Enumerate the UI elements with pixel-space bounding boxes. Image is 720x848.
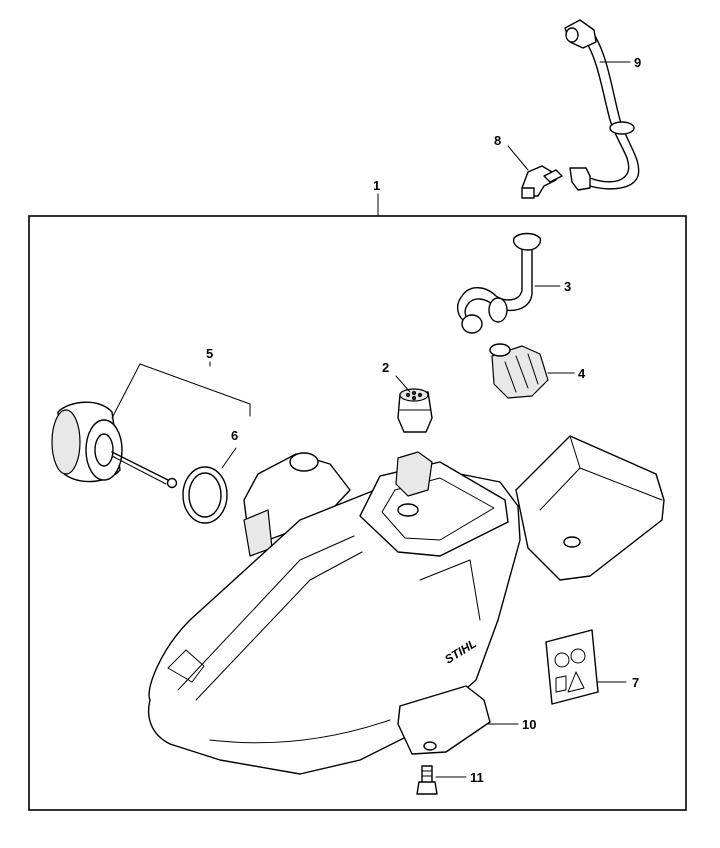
callout-11: 11 [470,770,484,785]
part-10-cover-plate [397,685,491,755]
part-9-fuel-hose [564,19,640,191]
part-4-fuel-filter [489,343,549,399]
part-7-warning-label [545,629,599,705]
part-2-valve [397,388,433,433]
part-3-fuel-hose [456,232,542,334]
part-8-elbow-fitting [521,165,563,199]
part-6-o-ring [182,466,228,524]
part-5-filler-cap [51,401,178,489]
callout-7: 7 [632,675,639,690]
callout-3: 3 [564,279,571,294]
assembly-frame [28,215,687,811]
callout-9: 9 [634,55,641,70]
callout-1: 1 [373,178,380,193]
callout-6: 6 [231,428,238,443]
callout-10: 10 [522,717,536,732]
part-11-screw [416,765,438,795]
callout-2: 2 [382,360,389,375]
callout-4: 4 [578,366,586,381]
callout-5: 5 [206,346,213,361]
callout-8: 8 [494,133,501,148]
leader-lines [111,61,631,778]
